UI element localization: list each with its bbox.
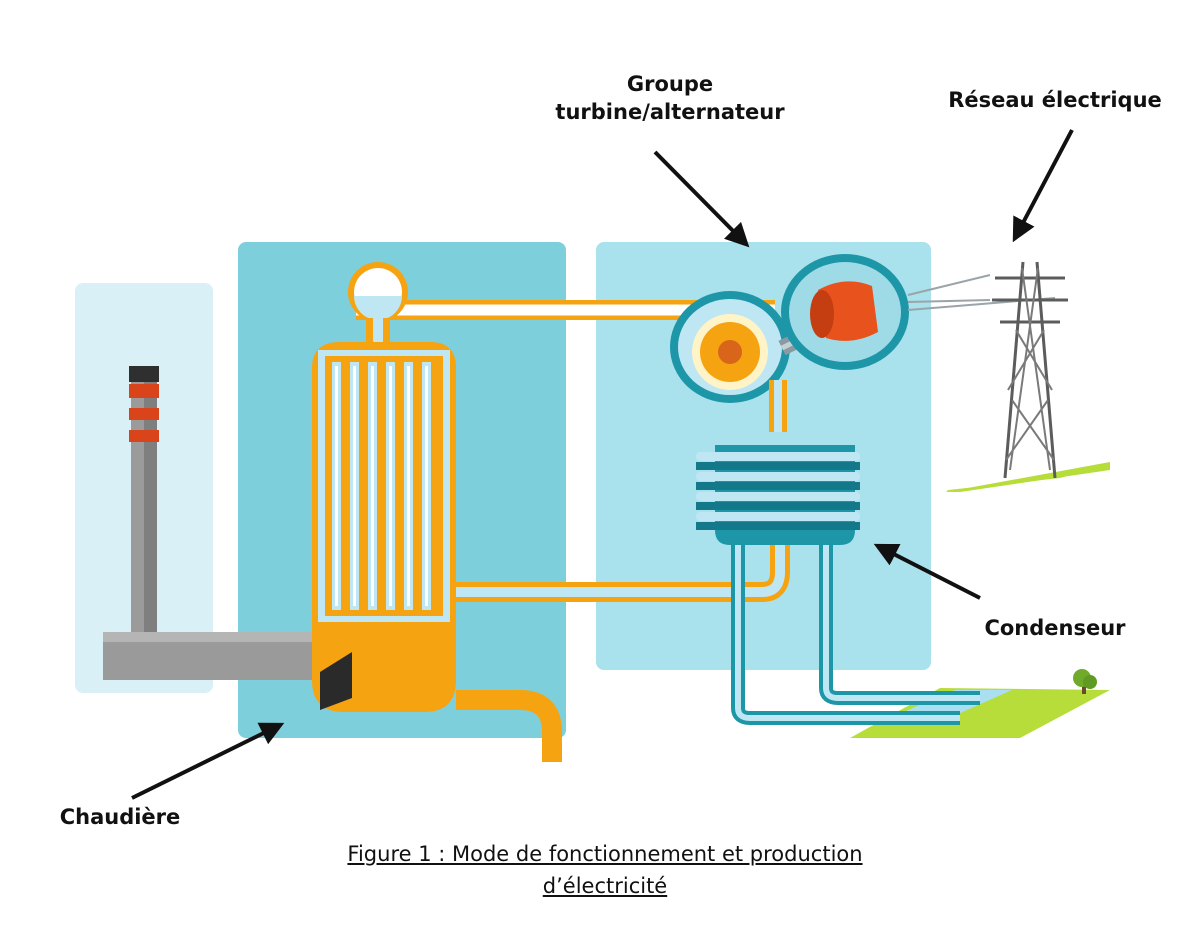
turbine-icon — [670, 291, 839, 432]
figure-caption-line2: d’électricité — [542, 874, 668, 898]
turbine-group-arrow — [653, 150, 750, 248]
condenser-arrow — [873, 543, 981, 600]
power-grid-arrow — [1012, 129, 1074, 243]
alternator-icon — [781, 254, 909, 370]
power-grid-label: Réseau électrique — [948, 88, 1162, 112]
turbine-group-line1: Groupe — [626, 72, 714, 96]
chimney-icon — [103, 366, 318, 680]
condenser-label: Condenseur — [984, 616, 1126, 640]
boiler-icon — [312, 262, 790, 762]
pylon-icon — [907, 261, 1110, 492]
turbine-group-label: Groupe turbine/alternateur — [470, 70, 870, 126]
river-icon — [731, 545, 1110, 738]
boiler-arrow — [131, 722, 285, 800]
condenser-icon — [696, 445, 860, 545]
boiler-label: Chaudière — [59, 805, 181, 829]
turbine-group-line2: turbine/alternateur — [555, 100, 785, 124]
figure-caption-line1: Figure 1 : Mode de fonctionnement et pro… — [347, 842, 863, 866]
figure-caption: Figure 1 : Mode de fonctionnement et pro… — [300, 838, 910, 902]
tree-icon — [1073, 669, 1097, 694]
